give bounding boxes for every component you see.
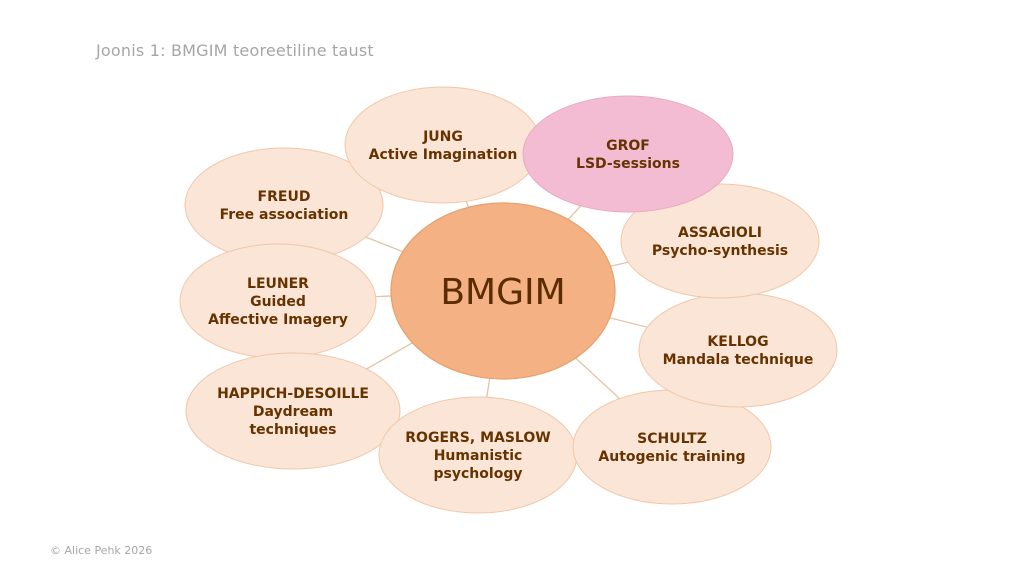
node-description-schultz: Autogenic training [598, 449, 745, 465]
node-name-assagioli: ASSAGIOLI [678, 225, 762, 241]
node-ellipse-happich-desoille [185, 352, 401, 470]
node-description-rogers-maslow: psychology [434, 466, 523, 482]
node-description-grof: LSD-sessions [576, 156, 680, 172]
node-description-leuner: Affective Imagery [208, 312, 348, 328]
node-description-jung: Active Imagination [369, 147, 518, 163]
center-label: BMGIM [440, 272, 565, 313]
copyright-footer: © Alice Pehk 2026 [50, 544, 153, 557]
node-schultz: SCHULTZ Autogenic training [572, 389, 772, 505]
node-name-kellog: KELLOG [707, 334, 768, 350]
node-description-freud: Free association [220, 207, 349, 223]
node-description-assagioli: Psycho-synthesis [652, 243, 788, 259]
node-name-jung: JUNG [422, 129, 463, 145]
center-ellipse [390, 202, 616, 380]
node-rogers-maslow: ROGERS, MASLOW Humanistic psychology [378, 396, 578, 514]
node-happich-desoille: HAPPICH-DESOILLE Daydream techniques [185, 352, 401, 470]
node-name-schultz: SCHULTZ [637, 431, 707, 447]
node-ellipse-assagioli [620, 183, 820, 299]
node-name-freud: FREUD [258, 189, 311, 205]
node-name-grof: GROF [606, 138, 650, 154]
node-description-happich-desoille: techniques [249, 422, 336, 438]
node-grof: GROF LSD-sessions [522, 95, 734, 213]
node-name-rogers-maslow: ROGERS, MASLOW [405, 430, 550, 446]
node-ellipse-grof [522, 95, 734, 213]
node-ellipse-jung [344, 86, 542, 204]
node-jung: JUNG Active Imagination [344, 86, 542, 204]
node-ellipse-kellog [638, 292, 838, 408]
node-description-rogers-maslow: Humanistic [434, 448, 523, 464]
node-kellog: KELLOG Mandala technique [638, 292, 838, 408]
node-name-leuner: LEUNER [247, 276, 309, 292]
node-description-kellog: Mandala technique [663, 352, 814, 368]
center-node: BMGIM [390, 202, 616, 380]
node-assagioli: ASSAGIOLI Psycho-synthesis [620, 183, 820, 299]
node-description-leuner: Guided [250, 294, 306, 310]
figure-title: Joonis 1: BMGIM teoreetiline taust [96, 41, 374, 60]
node-description-happich-desoille: Daydream [253, 404, 333, 420]
node-name-happich-desoille: HAPPICH-DESOILLE [217, 386, 369, 402]
